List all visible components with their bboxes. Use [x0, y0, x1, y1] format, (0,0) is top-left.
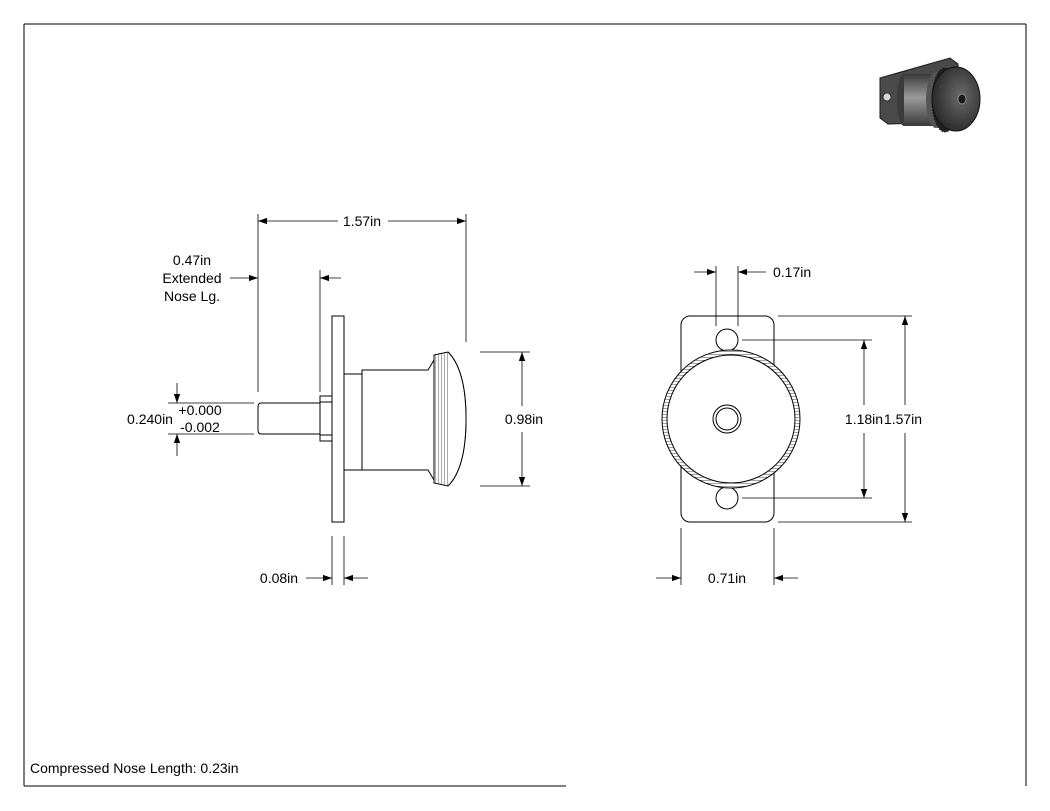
mount-hole-top	[715, 328, 739, 352]
front-dimension-labels: 0.17in 1.18in 1.57in 0.71in	[708, 264, 922, 586]
isometric-preview	[879, 57, 981, 133]
overall-length-label: 1.57in	[343, 213, 381, 229]
body-neck	[361, 358, 435, 482]
mount-hole-bottom	[715, 486, 739, 510]
pin-collar	[319, 395, 333, 442]
side-dimension-labels: 1.57in 0.47in Extended Nose Lg. 0.240in …	[127, 213, 543, 586]
extended-nose-label-3: Nose Lg.	[164, 288, 220, 304]
compressed-nose-note: Compressed Nose Length: 0.23in	[30, 760, 239, 776]
hole-spacing-label: 1.18in	[845, 411, 883, 427]
extended-nose-label-2: Extended	[162, 270, 221, 286]
knob-diameter-label: 0.98in	[505, 411, 543, 427]
pin-diameter-label: 0.240in	[127, 411, 173, 427]
flange-width-label: 0.71in	[708, 570, 746, 586]
front-dimensions	[656, 266, 912, 585]
flange-side	[331, 315, 345, 523]
side-view	[257, 315, 467, 523]
plunger-pin	[257, 402, 321, 435]
front-view	[661, 315, 801, 523]
hole-diameter-label: 0.17in	[773, 264, 811, 280]
tolerance-plus-label: +0.000	[178, 402, 221, 418]
tolerance-minus-label: -0.002	[180, 419, 220, 435]
flange-thickness-label: 0.08in	[260, 570, 298, 586]
side-dimensions	[168, 214, 530, 585]
sheet-border	[23, 23, 1027, 787]
extended-nose-label-1: 0.47in	[173, 252, 211, 268]
body-side	[343, 373, 363, 471]
flange-height-label: 1.57in	[884, 411, 922, 427]
